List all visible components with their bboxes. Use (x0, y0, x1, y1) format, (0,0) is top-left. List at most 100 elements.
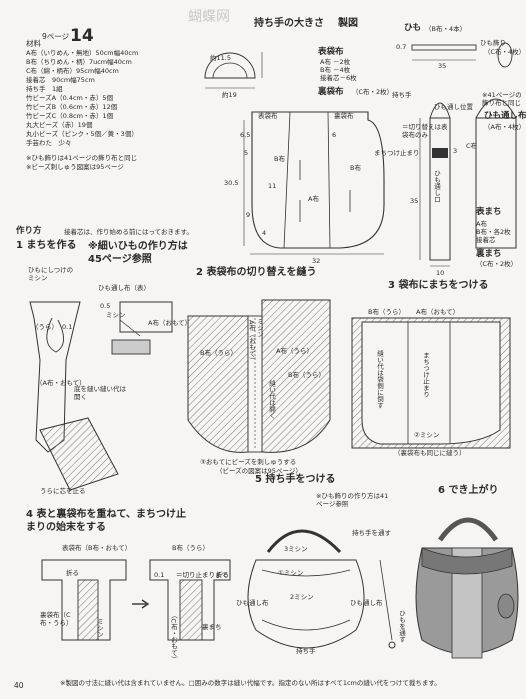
dim-label: 6 (332, 131, 337, 139)
step4-label: 裏袋布（C布・うら） (40, 611, 73, 627)
step5-label: 2ミシン (290, 593, 314, 601)
cord-deco-title: ひも飾り (480, 39, 506, 47)
materials-line: A布（いりめん・無地）50cm幅40cm (26, 49, 139, 57)
cord-label: ひも通し口 (432, 170, 441, 203)
step5-label: ひも通し布 (236, 599, 269, 607)
step2-label: A布（うら） (276, 347, 313, 355)
step1-label: 0.1 (62, 323, 73, 331)
step1-label: （うら） (32, 323, 58, 331)
step5-label: 3ミシン (284, 545, 308, 553)
step3-label: まちつけ止まり (421, 352, 430, 398)
outer-mach-item: 接着芯 (476, 236, 496, 244)
step1-label: うらに芯を止る (40, 487, 86, 495)
step4-label: 表袋布（B布・おもて） (62, 544, 132, 552)
step3-label: ②ミシン (414, 431, 440, 439)
materials-line: 竹ビーズC（0.8cm・赤）1個 (26, 112, 114, 120)
inner-mach-note: （C布・2枚） (476, 260, 518, 268)
step-title: 1 まちを作る (16, 240, 77, 251)
materials-line: C布（綿・柄布）95cm幅40cm (26, 67, 119, 75)
step2-label: ③おもてにビーズを刺しゅうする (200, 458, 297, 466)
step3-label: （裏袋布も同じに縫う） (394, 449, 466, 457)
outer-bag-item: B布 －4枚 (320, 66, 351, 74)
step4-label: ＝切り止まりまで (176, 571, 228, 579)
outer-mach-item: B布・各2枚 (476, 228, 511, 236)
watermark: 蝴蝶网 (188, 9, 230, 25)
step-title: 4 表と裏袋布を重ねて、まちつけ止まりの始末をする (26, 509, 186, 533)
step2-label: （ビーズの図案は95ページ） (216, 467, 302, 475)
page-ref-number: 14 (70, 26, 94, 46)
step4-label: ミシン (95, 618, 104, 638)
dim-label: 9 (246, 211, 251, 219)
materials-line: 手芸わた 少々 (26, 139, 72, 147)
handle-height-dim: 約11.5 (210, 54, 231, 62)
bag-label: B布 (350, 164, 361, 172)
cut-switch-note: ＝切り替えは表袋布のみ (402, 123, 448, 139)
step1-label: A布（おもて） (148, 319, 192, 327)
dim-label: 5 (244, 149, 249, 157)
step5-label: ①ミシン (278, 569, 304, 577)
outer-mach-title: 表まち (476, 207, 502, 217)
footer-note: ※製図の寸法に縫い代は含まれていません。□囲みの数字は縫い代幅です。指定のない所… (60, 679, 441, 687)
bag-label: 裏袋布 (334, 112, 354, 120)
method-note: 接着芯は、作り始める前にはっておきます。 (64, 228, 193, 236)
dim-label: 4 (262, 229, 267, 237)
step1-label: 底を縫い縫い代は開く (74, 385, 126, 401)
cord-dim: 3 (453, 147, 458, 155)
lining-bag-title: 裏袋布 (318, 87, 344, 97)
dim-label: 11 (268, 182, 277, 190)
dim-label: 30.5 (224, 179, 239, 187)
step4-label: （C布・おもて） (169, 612, 178, 663)
step4-label: 折る (216, 571, 229, 579)
outer-bag-title: 表袋布 (318, 47, 344, 57)
method-heading: 作り方 (16, 226, 42, 236)
dim-label: 6.5 (240, 131, 251, 139)
bag-label: まちつけ止まり (374, 149, 420, 157)
step1-label: ミシン (106, 311, 126, 319)
cord-note: （B布・4本） (425, 25, 467, 33)
step1-label: （A布・おもて） (36, 379, 86, 387)
step2-label: B布（うら） (200, 349, 237, 357)
materials-heading: 材料 (26, 39, 41, 48)
step-title: 2 表袋布の切り替えを縫う (196, 267, 317, 278)
materials-line: 接着芯 90cm幅75cm (26, 76, 95, 84)
step5-label: ※ひも飾りの作り方は41ページ参照 (316, 492, 389, 508)
step2-label: 縫い代は開く (267, 380, 276, 419)
step3-label: B布（うら） (368, 308, 405, 316)
step4-label: B布（うら） (172, 544, 209, 552)
materials-note: ※ひも飾りは41ページの飾り布と同じ (26, 154, 138, 162)
bag-label: B布 (274, 155, 285, 163)
handle-size-title: 持ち手の大きさ (254, 18, 324, 29)
page-number: 40 (14, 681, 24, 690)
step5-label: ひもを通す (397, 610, 406, 643)
pass-cloth-title: ひも通し布 (484, 111, 526, 121)
outer-bag-item: A布 －2枚 (320, 58, 351, 66)
outer-mach-item: A布 (476, 220, 487, 228)
cord-dim: 0.7 (396, 43, 407, 51)
cord-deco-note: （C布・4枚） (484, 48, 526, 56)
step4-label: 0.1 (154, 571, 165, 579)
step2-label: B布（うら） (288, 371, 325, 379)
step4-label: 裏まち (202, 623, 222, 631)
step3-label: A布（おもて） (416, 308, 460, 316)
materials-line: 竹ビーズB（0.6cm・赤）12個 (26, 103, 118, 111)
diagram-title: 製図 (338, 18, 358, 29)
step2-label: ミシン (255, 318, 264, 338)
handle-width-dim: 約19 (222, 91, 237, 99)
step5-label: 持ち手 (296, 647, 316, 655)
cord-title: ひも (404, 23, 422, 33)
lining-bag-note: （C布・2枚） (352, 88, 394, 96)
step-note: ※細いひもの作り方は45ページ参照 (88, 241, 188, 265)
step1-label: ひもにしつけのミシン (28, 266, 74, 282)
cord-dim: 10 (436, 269, 445, 277)
step5-label: ひも通し布 (350, 599, 383, 607)
step4-label: 折る (66, 569, 79, 577)
outer-bag-item: 接着芯－6枚 (320, 74, 357, 82)
materials-line: 持ち手 1組 (26, 85, 63, 93)
materials-line: 丸小ビーズ（ピンク・5個／黄・3個） (26, 130, 138, 138)
cord-dim: 35 (410, 197, 419, 205)
step3-label: 縫い代は袋側に倒す (375, 350, 384, 409)
step-title: 3 袋布にまちをつける (388, 280, 489, 291)
bag-label: 表袋布 (258, 112, 278, 120)
step-title: 5 持ち手をつける (255, 474, 336, 485)
cord-deco-ref: ※41ページの飾り布と同じ (482, 91, 522, 107)
